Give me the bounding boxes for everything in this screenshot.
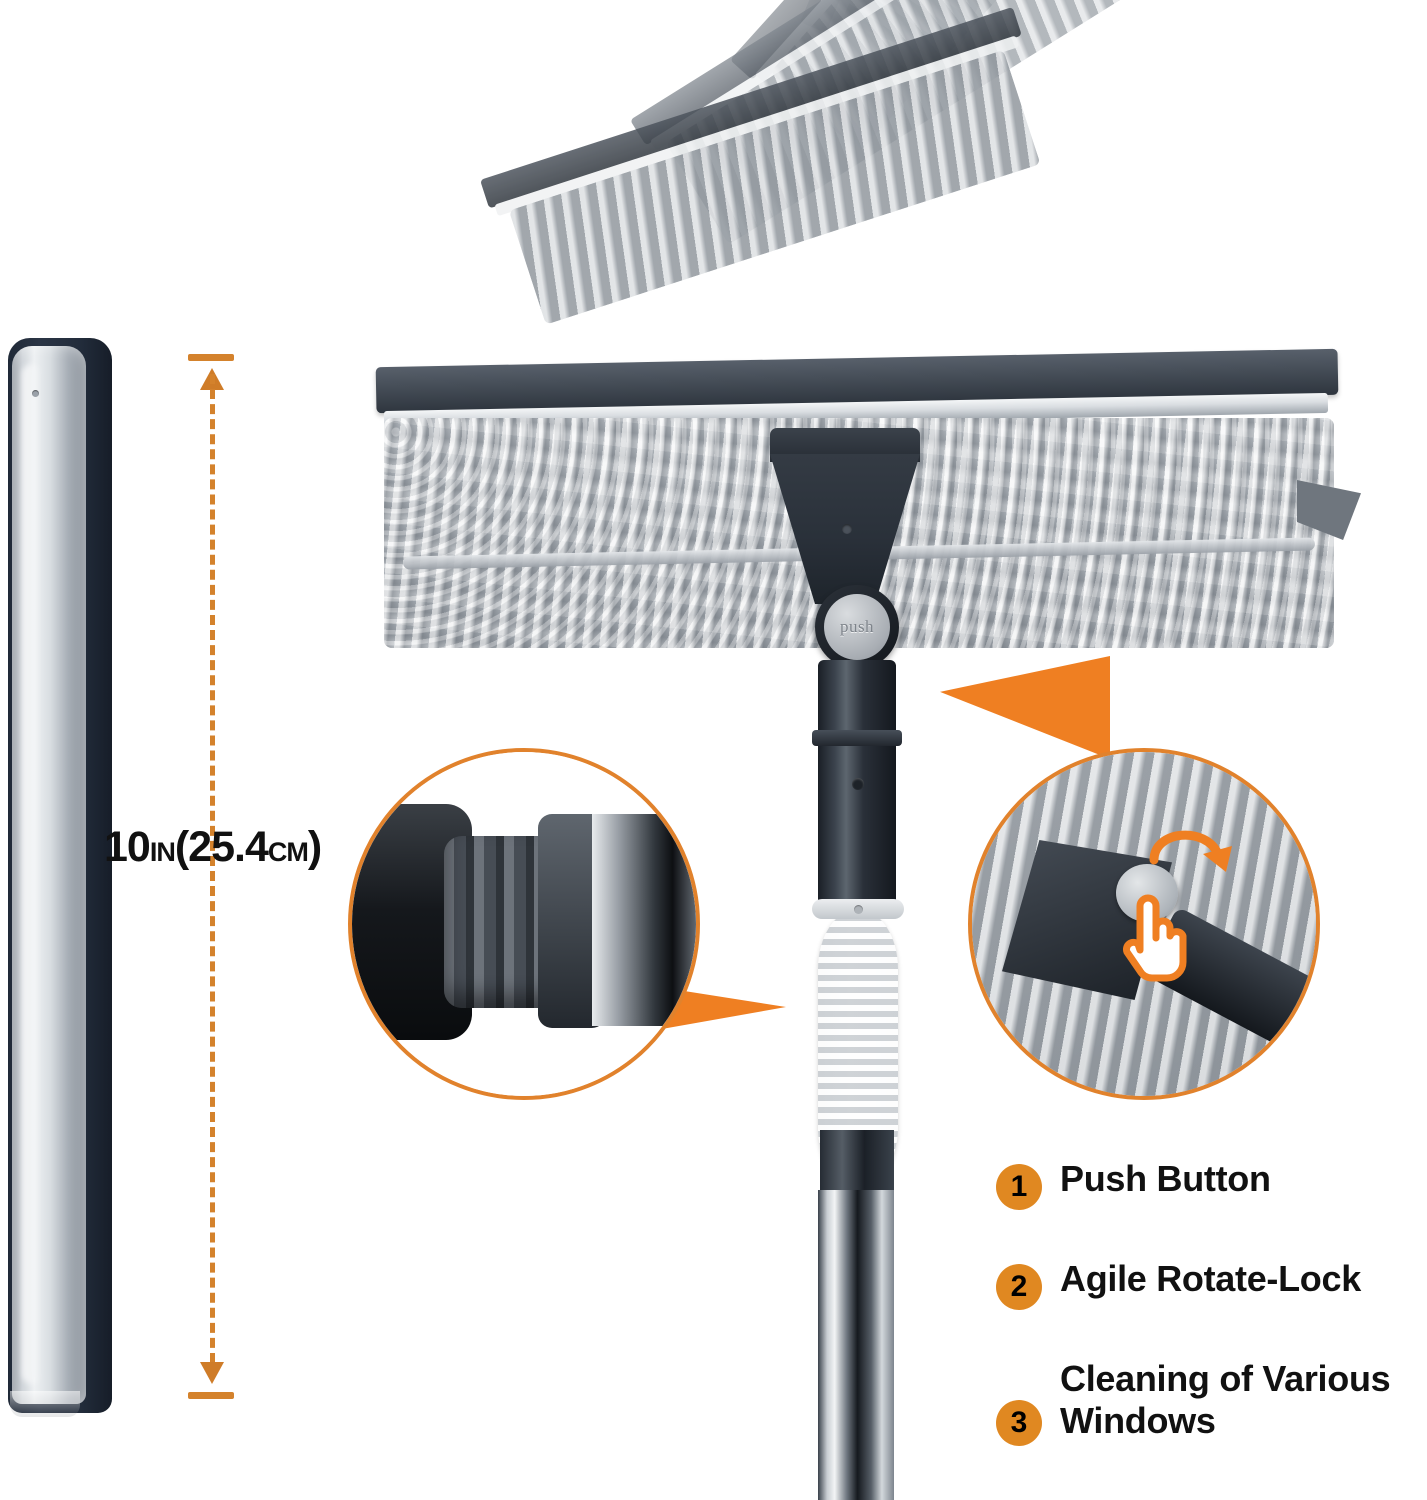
dimension-line [172,340,252,1415]
dimension-cap-top [188,354,234,361]
feature-label-1: Push Button [1060,1158,1271,1199]
feature-badge-3: 3 [996,1400,1042,1446]
push-button[interactable]: push [815,585,899,669]
push-button-disc: push [824,594,890,660]
feature-badge-2: 2 [996,1264,1042,1310]
pole-adjust-button[interactable] [852,778,864,790]
bracket-screw [842,524,852,534]
dimension-paren-open: ( [174,823,189,871]
feature-list: 1 Push Button 2 Agile Rotate-Lock 3 Clea… [996,1158,1424,1446]
feature-item-push-button: 1 Push Button [996,1158,1424,1210]
rotate-lock-photo [352,752,696,1096]
dimension-paren-close: ) [307,823,322,871]
dimension-unit-cm: CM [267,837,309,867]
lock-chrome-pole [592,814,696,1026]
feature-label-2: Agile Rotate-Lock [1060,1258,1361,1299]
dimension-value-metric: 25.4 [188,823,269,871]
dimension-value: 10 [104,823,151,871]
dimension-cap-bottom [188,1392,234,1399]
pole-collar [812,730,902,746]
push-button-label: push [839,617,875,636]
detail-circle-push-button [968,748,1320,1100]
pivot-bracket [760,428,930,606]
blade-screw [32,390,39,397]
feature-item-rotate-lock: 2 Agile Rotate-Lock [996,1258,1424,1310]
blade-highlight [22,364,42,1384]
feature-item-cleaning-windows: 3 Cleaning of Various Windows [996,1358,1424,1446]
grip-screw [854,905,863,914]
blade-tip [10,1391,80,1417]
rotation-arrow-icon [1149,830,1232,872]
detail-circle-rotate-lock [348,748,700,1100]
dimension-unit-in: IN [149,837,176,867]
dimension-label: 10IN(25.4CM) [104,823,322,872]
replacement-blade [8,338,116,1417]
pole-extension-chrome [818,1190,894,1500]
dimension-dashed-line [210,374,215,1378]
feature-badge-1: 1 [996,1164,1042,1210]
pole-mid-segment [820,1130,894,1200]
feature-label-3: Cleaning of Various Windows [1060,1358,1391,1442]
dimension-arrow-down-icon [200,1362,224,1384]
hand-pointer-icon [1123,894,1187,982]
